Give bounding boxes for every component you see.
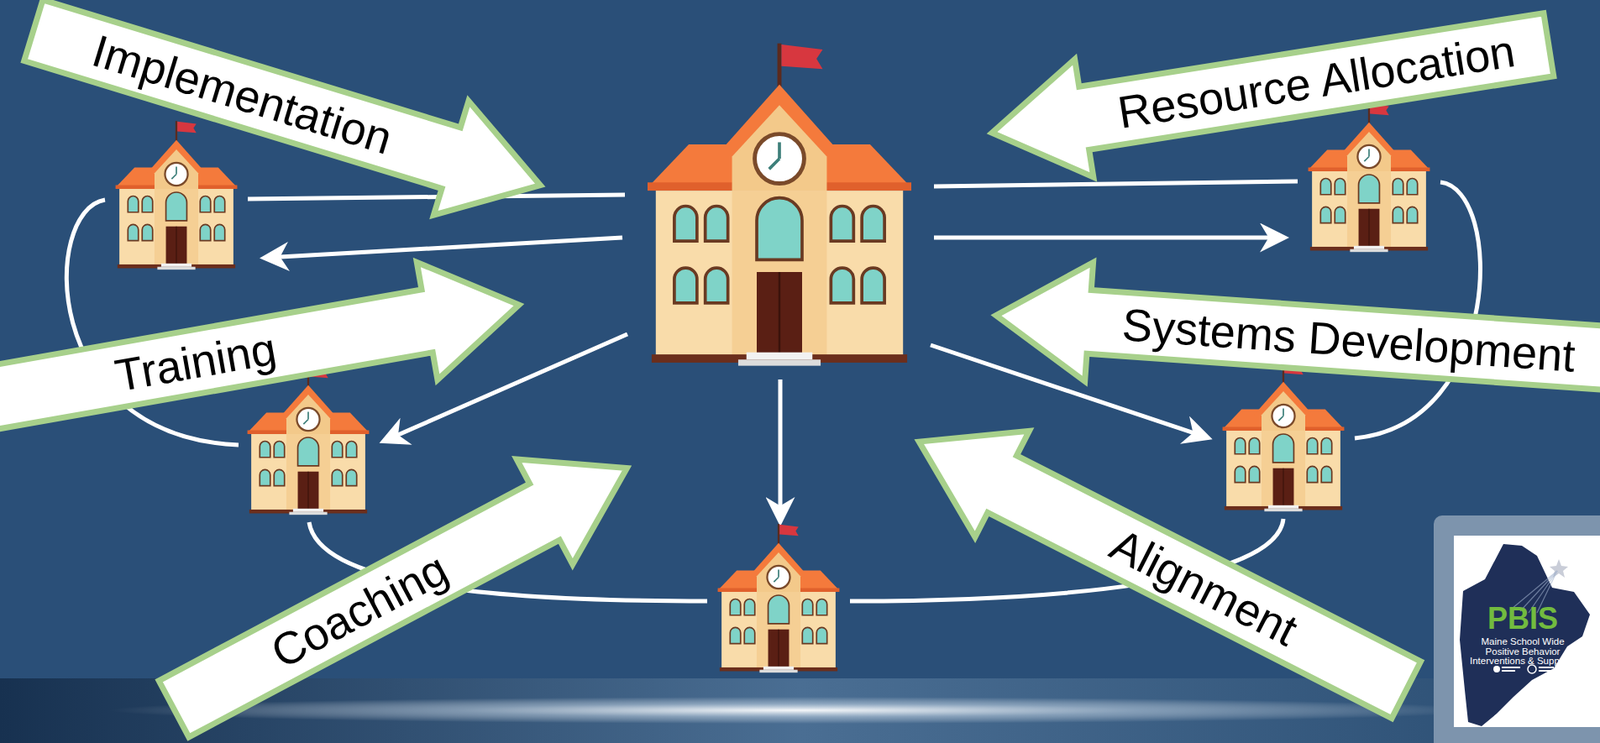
arrow-box: Coaching bbox=[144, 410, 660, 743]
arrow-box: Alignment bbox=[887, 383, 1436, 743]
arrow-outline bbox=[0, 246, 530, 462]
link-arrow bbox=[933, 236, 1284, 241]
school bbox=[1308, 103, 1431, 252]
floor-glow bbox=[109, 697, 1487, 724]
arrow-box: Resource Allocation bbox=[978, 0, 1559, 196]
arrow-box: Systems Development bbox=[988, 252, 1600, 422]
school bbox=[1222, 362, 1345, 512]
arrow-outline bbox=[991, 256, 1600, 419]
logo-frame bbox=[1433, 515, 1600, 743]
partner-marks bbox=[1493, 665, 1554, 674]
logo-title: PBIS bbox=[1464, 603, 1581, 635]
arrow-label: Coaching bbox=[158, 483, 560, 738]
logo-panel bbox=[1453, 535, 1600, 728]
logo-subtitle: Maine School Wide Positive Behavior Inte… bbox=[1464, 637, 1581, 667]
link-line bbox=[933, 181, 1298, 187]
link-arrow bbox=[265, 237, 623, 258]
arrow-box: Implementation bbox=[15, 0, 562, 247]
arrow-label: Training bbox=[0, 289, 433, 435]
arrow-outline bbox=[16, 0, 559, 242]
arrow-outline bbox=[146, 415, 656, 743]
school bbox=[115, 120, 238, 270]
arrow-outline bbox=[891, 388, 1434, 743]
arrow-box: Training bbox=[0, 242, 534, 466]
arrow-label: Alignment bbox=[987, 456, 1422, 719]
link-arrow bbox=[778, 379, 783, 521]
arrow-outline bbox=[982, 0, 1559, 192]
school bbox=[718, 524, 840, 673]
logo-box: PBISMaine School Wide Positive Behavior … bbox=[1464, 603, 1581, 667]
arrow-label: Resource Allocation bbox=[1078, 13, 1553, 151]
arrow-label: Implementation bbox=[24, 0, 461, 189]
central-school bbox=[647, 43, 912, 367]
state-outline bbox=[1459, 544, 1590, 727]
school bbox=[247, 366, 370, 515]
